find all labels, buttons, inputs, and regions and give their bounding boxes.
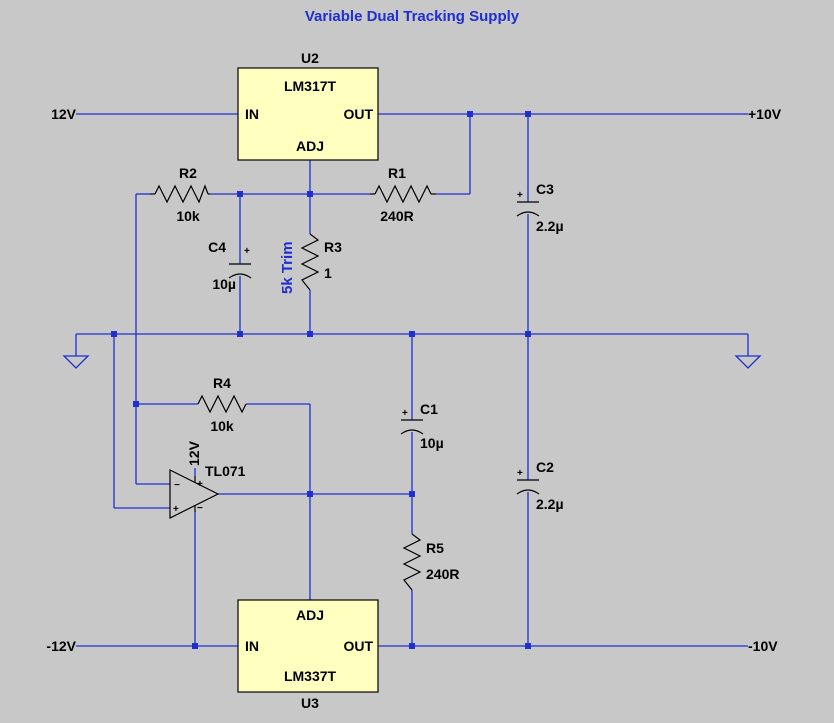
u3-pin-in: IN: [245, 638, 259, 654]
r1-ref: R1: [388, 165, 406, 181]
ground-symbol-right: [734, 355, 762, 369]
opamp-value: TL071: [205, 463, 246, 479]
r1-value: 240R: [380, 208, 413, 224]
resistor-r4[interactable]: R4 10k: [197, 375, 247, 434]
capacitor-c1[interactable]: + C1 10µ: [400, 401, 444, 451]
junction-dot: [192, 643, 198, 649]
u3-ref: U3: [301, 695, 319, 711]
r4-ref: R4: [213, 375, 231, 391]
ground-symbol-left: [62, 355, 90, 369]
capacitor-c2[interactable]: + C2 2.2µ: [516, 459, 564, 512]
u2-ref: U2: [301, 50, 319, 66]
junction-dot: [307, 491, 313, 497]
c2-value: 2.2µ: [536, 496, 564, 512]
resistor-r5[interactable]: R5 240R: [402, 533, 459, 591]
opamp-supply-label: 12V: [186, 440, 202, 466]
c2-ref: C2: [536, 459, 554, 475]
net-label-vin-neg: -12V: [46, 638, 76, 654]
opamp-u1[interactable]: − + + − TL071 12V: [169, 440, 246, 519]
junction-dot: [409, 643, 415, 649]
c3-value: 2.2µ: [536, 218, 564, 234]
wires: [75, 113, 749, 647]
u3-pin-out: OUT: [343, 638, 373, 654]
junction-dot: [467, 111, 473, 117]
capacitor-c3[interactable]: + C3 2.2µ: [516, 181, 564, 234]
junction-dot: [409, 491, 415, 497]
junction-dot: [525, 331, 531, 337]
net-label-vout-neg: -10V: [748, 638, 778, 654]
resistor-r2[interactable]: R2 10k: [150, 165, 210, 224]
u2-pin-out: OUT: [343, 106, 373, 122]
junction-dot: [409, 331, 415, 337]
r5-ref: R5: [426, 540, 444, 556]
u2-value: LM317T: [284, 78, 337, 94]
u2-pin-in: IN: [245, 106, 259, 122]
opamp-vplus-pin: +: [197, 479, 203, 490]
c1-ref: C1: [420, 401, 438, 417]
capacitor-c4[interactable]: + C4 10µ: [208, 239, 252, 292]
regulator-u3[interactable]: ADJ IN OUT LM337T U3: [237, 599, 379, 711]
resistor-r3[interactable]: R3 1 5k Trim: [279, 233, 342, 294]
opamp-inverting-pin: −: [174, 480, 180, 491]
junction-dot: [111, 331, 117, 337]
junction-dot: [525, 111, 531, 117]
junctions: [111, 111, 531, 649]
regulator-u2[interactable]: U2 LM317T IN OUT ADJ: [237, 50, 379, 161]
r2-value: 10k: [176, 208, 200, 224]
junction-dot: [133, 401, 139, 407]
r5-value: 240R: [426, 566, 459, 582]
junction-dot: [237, 331, 243, 337]
c2-polarity: +: [517, 468, 523, 479]
resistor-r1[interactable]: R1 240R: [370, 165, 436, 224]
r3-ref: R3: [324, 239, 342, 255]
c4-ref: C4: [208, 239, 226, 255]
r3-value: 1: [324, 265, 332, 281]
c3-polarity: +: [517, 190, 523, 201]
junction-dot: [237, 191, 243, 197]
u2-pin-adj: ADJ: [296, 138, 324, 154]
net-label-vin-pos: 12V: [51, 106, 77, 122]
junction-dot: [307, 191, 313, 197]
junction-dot: [307, 331, 313, 337]
c4-value: 10µ: [212, 276, 236, 292]
c3-ref: C3: [536, 181, 554, 197]
schematic-title: Variable Dual Tracking Supply: [305, 8, 520, 25]
net-label-vout-pos: +10V: [748, 106, 782, 122]
c1-value: 10µ: [420, 435, 444, 451]
opamp-vminus-pin: −: [197, 503, 203, 514]
r2-ref: R2: [179, 165, 197, 181]
junction-dot: [525, 643, 531, 649]
u3-value: LM337T: [284, 668, 337, 684]
opamp-noninverting-pin: +: [173, 504, 179, 515]
r3-trim-label: 5k Trim: [279, 241, 296, 294]
r4-value: 10k: [210, 418, 234, 434]
c4-polarity: +: [244, 246, 250, 257]
u3-pin-adj: ADJ: [296, 607, 324, 623]
c1-polarity: +: [402, 408, 408, 419]
